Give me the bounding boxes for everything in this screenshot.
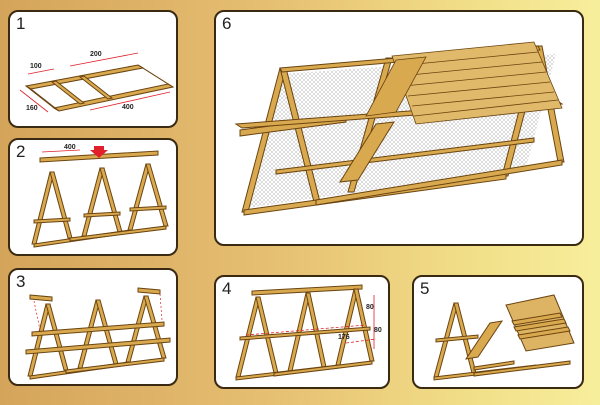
- dim-176-label: 176: [338, 334, 350, 341]
- roof-support-diagram: 80 80 176: [235, 284, 382, 381]
- dim-100-label: 100: [30, 63, 42, 70]
- triangle-frames-diagram: 400: [31, 144, 169, 248]
- step-3-number: 3: [16, 272, 26, 291]
- base-frame-diagram: 100 200 160 400: [19, 51, 175, 113]
- step-4-panel: 4 80 80 176: [214, 275, 390, 389]
- step-6-panel: 6: [214, 10, 584, 246]
- step-1-panel: 1 100 200 160 400: [8, 10, 178, 128]
- step-2-panel: 2 400: [8, 138, 178, 256]
- end-mesh-panel: [246, 74, 316, 208]
- dim-80-lower-label: 80: [374, 327, 382, 334]
- step-6-number: 6: [222, 14, 232, 33]
- step-2-number: 2: [16, 142, 26, 161]
- ladder-ramp: [365, 56, 427, 117]
- finished-coop-diagram: [234, 41, 565, 216]
- roof-planks: [391, 41, 563, 125]
- dim-400-label: 400: [122, 104, 134, 111]
- placement-arrow-icon: [90, 146, 108, 158]
- dim-200-label: 200: [90, 51, 102, 58]
- dim-160-label: 160: [26, 105, 38, 112]
- step-3-panel: 3: [8, 268, 178, 386]
- step-1-number: 1: [16, 14, 26, 33]
- dim-80-upper-label: 80: [366, 304, 374, 311]
- roof-added-diagram: [433, 294, 575, 381]
- cross-bars-diagram: [25, 287, 171, 380]
- step-4-number: 4: [222, 279, 232, 298]
- step-5-panel: 5: [412, 275, 584, 389]
- step-5-number: 5: [420, 279, 430, 298]
- dim-ridge-400-label: 400: [64, 144, 76, 151]
